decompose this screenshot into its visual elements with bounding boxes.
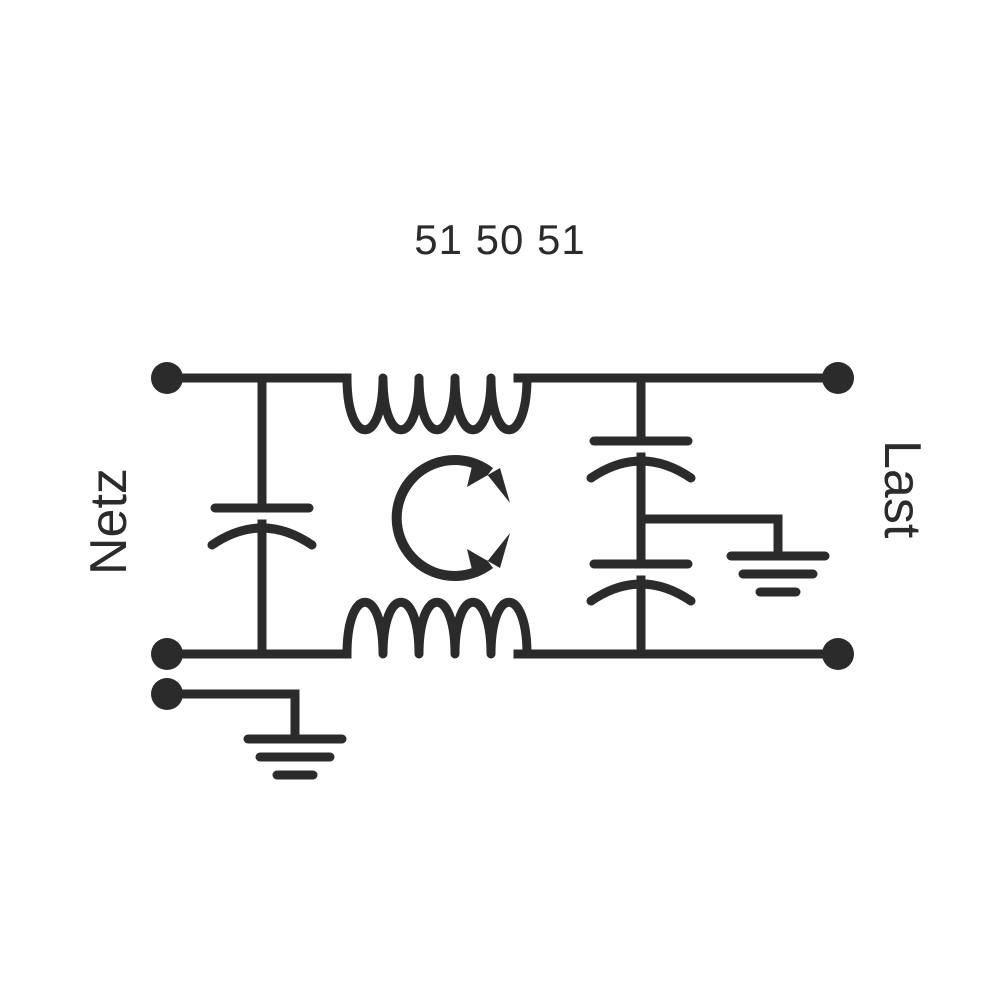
coupling-arrowhead-upper [467, 458, 510, 503]
output-terminal-bottom-dot [822, 638, 854, 670]
inductor-top [342, 373, 532, 435]
inductor-bottom [342, 597, 532, 659]
wire-ycap-midpoint-to-ground [636, 514, 783, 561]
input-terminal-top-dot [151, 362, 183, 394]
wire-pe-to-ground [162, 689, 300, 744]
coupling-arc [391, 455, 494, 581]
diagram-title: 51 50 51 [414, 216, 586, 263]
input-terminal-ground-dot [151, 678, 183, 710]
output-terminal-top-dot [822, 362, 854, 394]
coupling-arrowhead-lower [467, 533, 510, 578]
input-terminal-bottom-dot [151, 638, 183, 670]
